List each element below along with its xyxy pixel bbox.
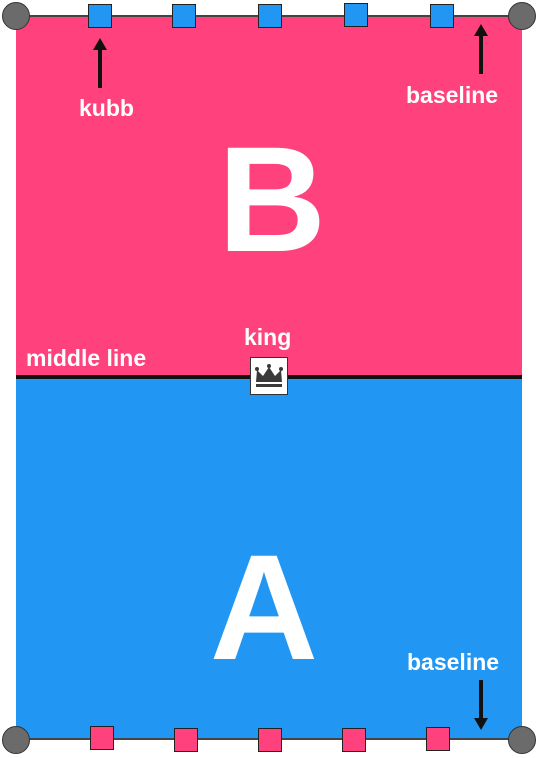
team-a-half: [16, 377, 522, 740]
kubb-top-3: [258, 4, 282, 28]
crown-icon: [255, 364, 283, 387]
kubb-bottom-5: [426, 727, 450, 751]
king-piece: [250, 357, 288, 395]
corner-marker-bottom-right: [508, 726, 536, 754]
middle-line-label: middle line: [26, 345, 147, 371]
team-a-letter: A: [209, 523, 319, 691]
arrow-icon-kubb: [93, 38, 107, 88]
corner-marker-bottom-left: [2, 726, 30, 754]
baseline-top-label: baseline: [406, 82, 499, 108]
corner-marker-top-left: [2, 2, 30, 30]
king-label: king: [244, 324, 292, 350]
kubb-label: kubb: [79, 95, 134, 121]
arrow-icon-baseline-bottom: [474, 680, 488, 730]
corner-marker-top-right: [508, 2, 536, 30]
kubb-top-5: [430, 4, 454, 28]
kubb-bottom-2: [174, 728, 198, 752]
team-b-letter: B: [217, 115, 327, 283]
kubb-top-4: [344, 3, 368, 27]
kubb-top-2: [172, 4, 196, 28]
kubb-bottom-4: [342, 728, 366, 752]
kubb-bottom-1: [90, 726, 114, 750]
kubb-top-1: [88, 4, 112, 28]
arrow-icon-baseline-top: [474, 24, 488, 74]
baseline-bottom-label: baseline: [407, 649, 500, 675]
kubb-bottom-3: [258, 728, 282, 752]
